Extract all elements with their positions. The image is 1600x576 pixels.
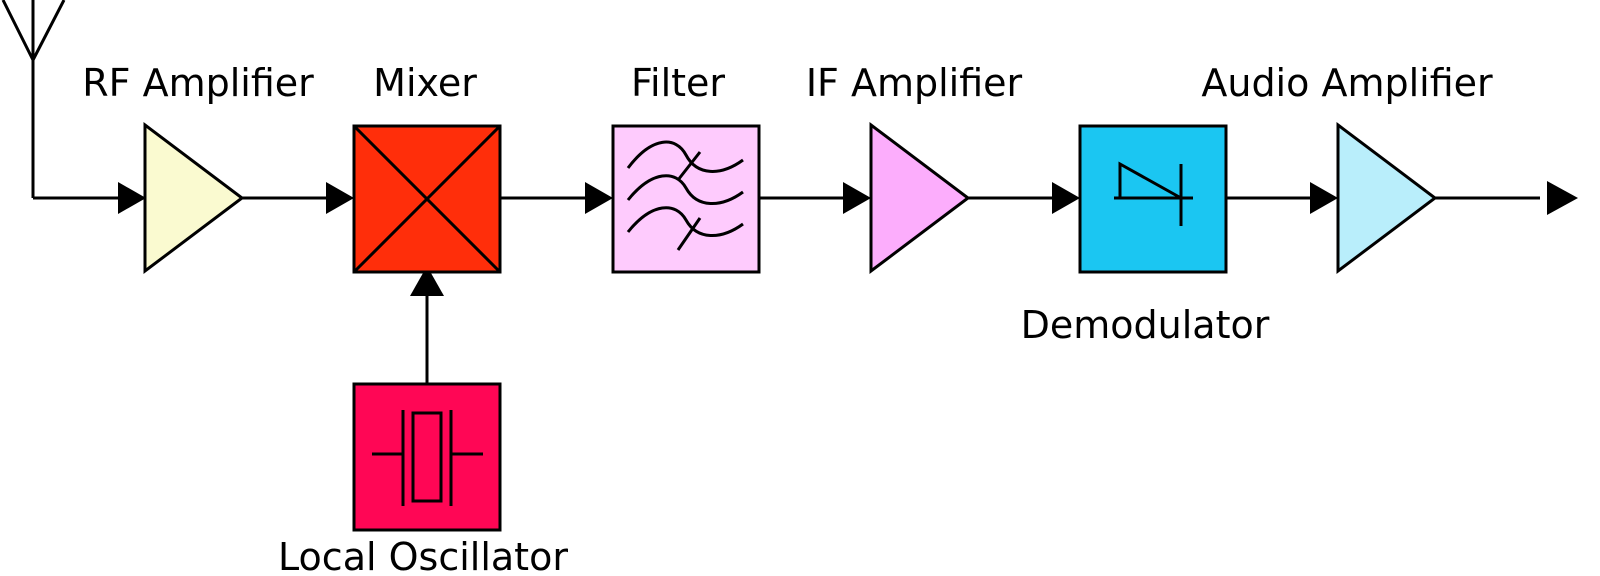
demodulator-block [1078,124,1228,274]
audio-amplifier-label: Audio Amplifier [1201,61,1493,105]
rf-amplifier-label: RF Amplifier [82,61,314,105]
arrow-output [1547,181,1578,215]
arrow-into-rf-amplifier [118,182,146,214]
arrow-into-audio-amplifier [1310,182,1338,214]
audio-amplifier-triangle [1336,121,1438,275]
local-oscillator-block [352,382,502,532]
if-amplifier-triangle [869,121,971,275]
diode-icon [1114,161,1193,226]
mixer-block [352,124,502,274]
mixer-label: Mixer [373,61,477,105]
antenna-icon [1,0,66,198]
arrow-into-if-amplifier [843,182,871,214]
arrow-into-filter [585,182,613,214]
bandpass-filter-icon [626,140,744,251]
signal-path [33,196,1540,384]
local-oscillator-label: Local Oscillator [278,535,568,576]
arrow-into-demodulator [1052,182,1080,214]
arrow-oscillator-to-mixer [410,266,444,296]
demodulator-label: Demodulator [1021,303,1270,347]
filter-block [611,124,761,274]
if-amplifier-label: IF Amplifier [806,61,1023,105]
mixer-cross-icon [352,124,502,274]
rf-amplifier-triangle [143,121,245,275]
filter-label: Filter [631,61,725,105]
arrow-into-mixer [326,182,354,214]
crystal-oscillator-icon [372,410,483,506]
